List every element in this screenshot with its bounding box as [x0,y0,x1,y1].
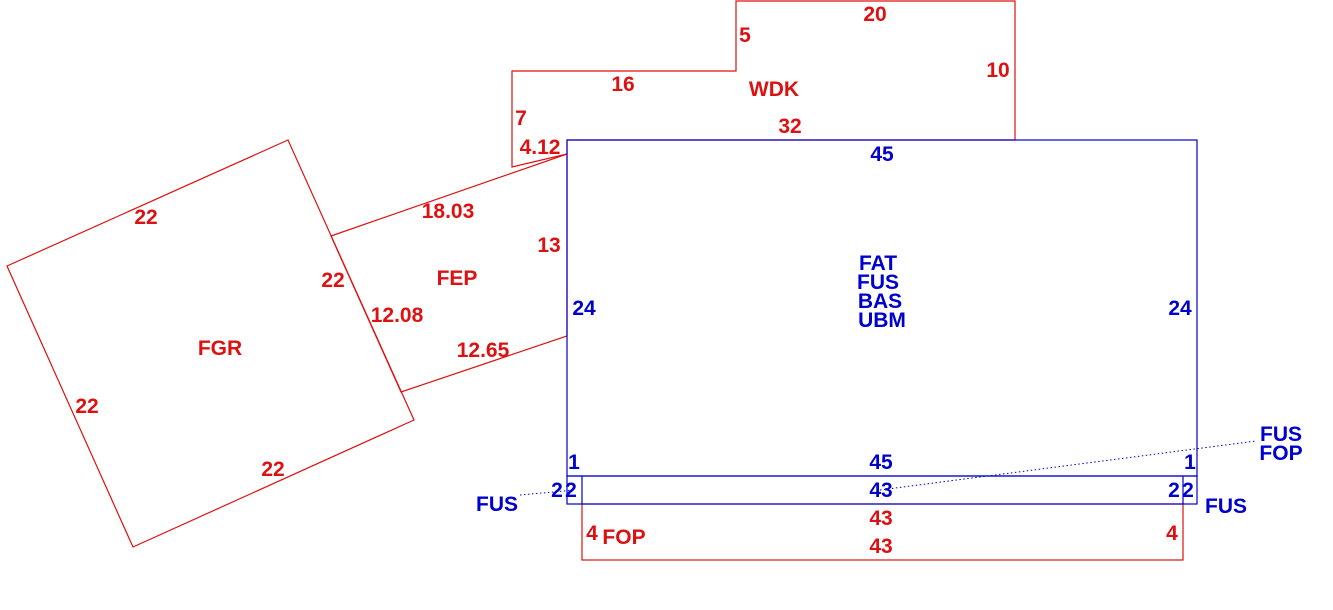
fop-label: FOP [602,526,645,549]
fgr-dim-right: 22 [321,269,344,292]
wdk-dim-slant: 4.12 [520,136,561,159]
main-area-code-ubm: UBM [858,309,906,332]
fop-dim-right: 4 [1166,522,1178,545]
leader-line-right [879,440,1257,491]
main-dim-top: 45 [870,143,894,166]
main-dim-bottom: 45 [869,451,893,474]
strip-dim-right-a: 2 [1168,479,1180,502]
wdk-dim-right: 10 [986,59,1009,82]
wdk-dim-left: 7 [515,107,527,130]
fop-dim-bottom: 43 [869,535,892,558]
callout-fop-far: FOP [1259,442,1302,465]
fop-dim-left: 4 [586,522,598,545]
callout-fus-right: FUS [1205,495,1247,518]
main-dim-left: 24 [572,297,596,320]
leader-line-left [519,489,576,496]
main-dim-small-right: 1 [1184,451,1196,474]
main-dim-right: 24 [1168,297,1192,320]
callout-fus-far: FUS [1260,423,1302,446]
fep-dim-left: 12.08 [371,304,424,327]
main-area-code-fat: FAT [859,252,897,275]
fgr-outline [6,139,415,548]
main-dim-small-left: 1 [568,451,580,474]
strip-dim-left-a: 2 [551,479,563,502]
fgr-label: FGR [198,337,242,360]
strip-dim-length: 43 [869,479,892,502]
strip-dim-left-b: 2 [565,479,577,502]
wdk-dim-step: 5 [739,24,751,47]
strip-dim-right-b: 2 [1182,479,1194,502]
strip-outline [566,475,1198,505]
wdk-dim-bottom: 32 [778,115,801,138]
fep-dim-top: 18.03 [422,200,475,223]
wdk-label: WDK [749,78,799,101]
fgr-dim-left: 22 [75,395,98,418]
main-area-code-fus: FUS [857,271,899,294]
fep-dim-bottom: 12.65 [457,339,510,362]
fop-dim-top: 43 [869,507,892,530]
wdk-dim-left-top: 16 [611,73,634,96]
fgr-dim-bottom: 22 [261,458,284,481]
fgr-dim-top: 22 [134,206,157,229]
wdk-dim-top: 20 [863,3,886,26]
fep-label: FEP [437,267,478,290]
fep-dim-right: 13 [537,234,560,257]
main-area-code-bas: BAS [858,290,902,313]
callout-fus-left: FUS [476,493,518,516]
